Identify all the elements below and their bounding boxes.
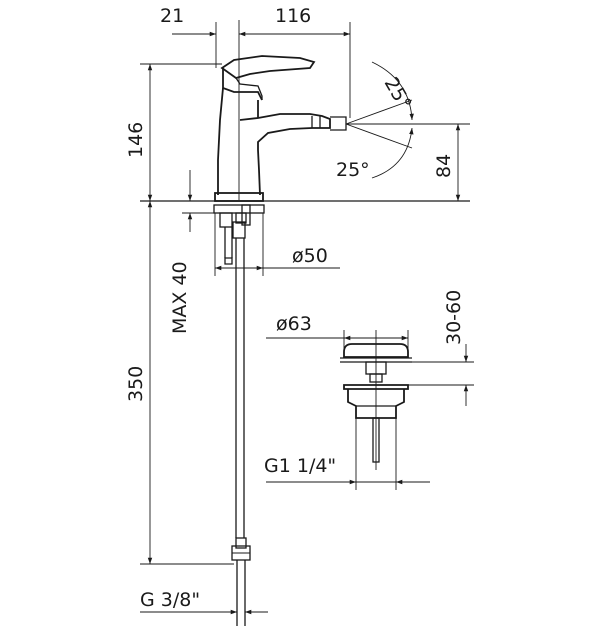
dim-drain-diameter: ø63 [276, 313, 312, 335]
dim-spout-reach: 116 [275, 5, 311, 27]
dim-base-diameter: ø50 [292, 245, 328, 267]
dim-angle-down: 25° [336, 159, 370, 181]
dimension-lines [140, 22, 474, 615]
mounting-fittings [213, 204, 265, 265]
faucet-body [214, 20, 347, 202]
dim-drain-thread: G1 1/4" [264, 455, 336, 477]
dim-drain-range: 30-60 [443, 290, 465, 345]
dim-body-offset: 21 [160, 5, 184, 27]
dim-hose-thread: G 3/8" [140, 589, 200, 611]
dim-hose-length: 350 [125, 366, 147, 402]
dim-spout-height: 84 [433, 154, 455, 178]
dim-height: 146 [125, 122, 147, 158]
flexible-hose [231, 238, 251, 626]
dim-max-thickness: MAX 40 [169, 261, 191, 334]
drain-waste [340, 330, 412, 470]
dimension-labels: 21 116 146 84 25° 25° MAX 40 ø50 350 ø63… [125, 5, 465, 611]
